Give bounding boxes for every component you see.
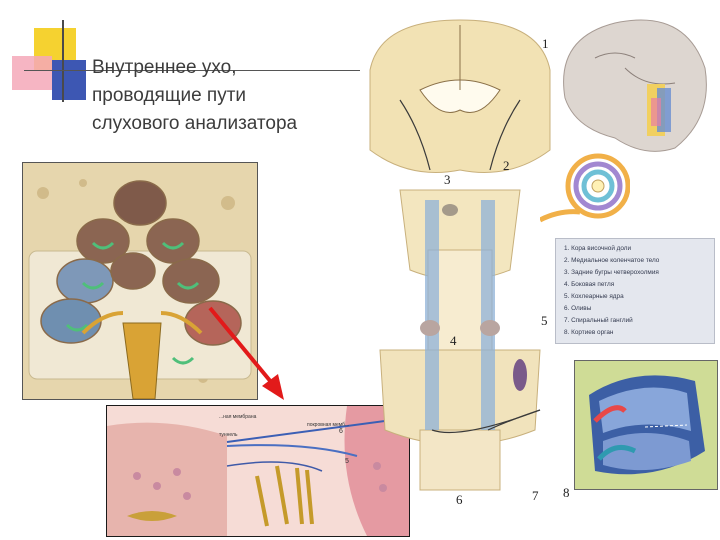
pathway-number-6: 6 (456, 492, 463, 507)
decor-vertical-line (62, 20, 64, 102)
organ-of-corti-image: ...ная мембрана покровная мемб... туннел… (106, 405, 410, 537)
legend-item-4: 4. Боковая петля (564, 281, 615, 288)
pathway-number-7: 7 (532, 488, 539, 503)
decor-square-blue (52, 60, 86, 100)
corti-label-tunnel: туннель (219, 432, 238, 438)
pathway-legend: 1. Кора височной доли 2. Медиальное коле… (555, 238, 715, 344)
legend-item-5: 5. Кохлеарные ядра (564, 293, 624, 300)
title-line-3: слухового анализатора (92, 113, 298, 134)
brain-lateral-image (563, 19, 707, 152)
corti-label-membrane-cover: покровная мемб... (307, 422, 350, 428)
pathway-number-1: 1 (542, 36, 549, 51)
corti-label-membrane-top: ...ная мембрана (219, 414, 257, 420)
pathway-number-2: 2 (503, 158, 510, 173)
pathway-number-8: 8 (563, 485, 570, 500)
corti-label-6: 6 (339, 428, 343, 435)
red-pointer-arrow (208, 306, 284, 400)
cochlea-svg (23, 163, 257, 399)
title-line-1: Внутреннее ухо, (92, 57, 237, 78)
legend-item-3: 3. Задние бугры четверохолмия (564, 269, 659, 276)
inner-ear-svg (575, 361, 717, 489)
legend-item-6: 6. Оливы (564, 305, 592, 312)
pathway-number-5: 5 (541, 313, 548, 328)
title-line-2: проводящие пути (92, 85, 247, 106)
pathway-number-4: 4 (450, 333, 457, 348)
legend-item-2: 2. Медиальное коленчатое тело (564, 257, 660, 264)
legend-item-8: 8. Кортиев орган (564, 329, 614, 336)
legend-item-7: 7. Спиральный ганглий (564, 317, 633, 324)
cochlea-spiral-image (540, 153, 630, 223)
pathway-number-3: 3 (444, 172, 451, 187)
decor-horizontal-line (24, 70, 360, 71)
legend-item-1: 1. Кора височной доли (564, 245, 632, 252)
auditory-pathway-diagram (369, 19, 551, 491)
corti-svg (107, 406, 409, 536)
inner-ear-section-image (574, 360, 718, 490)
corti-label-5: 5 (345, 458, 349, 465)
cochlea-cross-section-image (22, 162, 258, 400)
decor-square-pink (12, 56, 52, 90)
